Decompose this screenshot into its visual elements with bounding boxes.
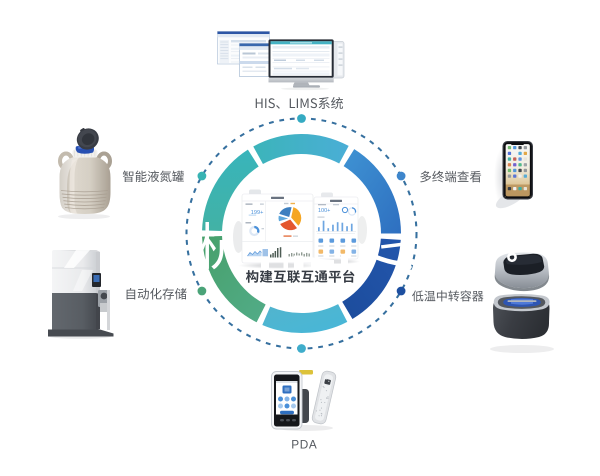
svg-text:PDA: PDA <box>291 437 317 451</box>
svg-text:199+: 199+ <box>251 210 264 216</box>
svg-text:100+: 100+ <box>318 208 330 214</box>
